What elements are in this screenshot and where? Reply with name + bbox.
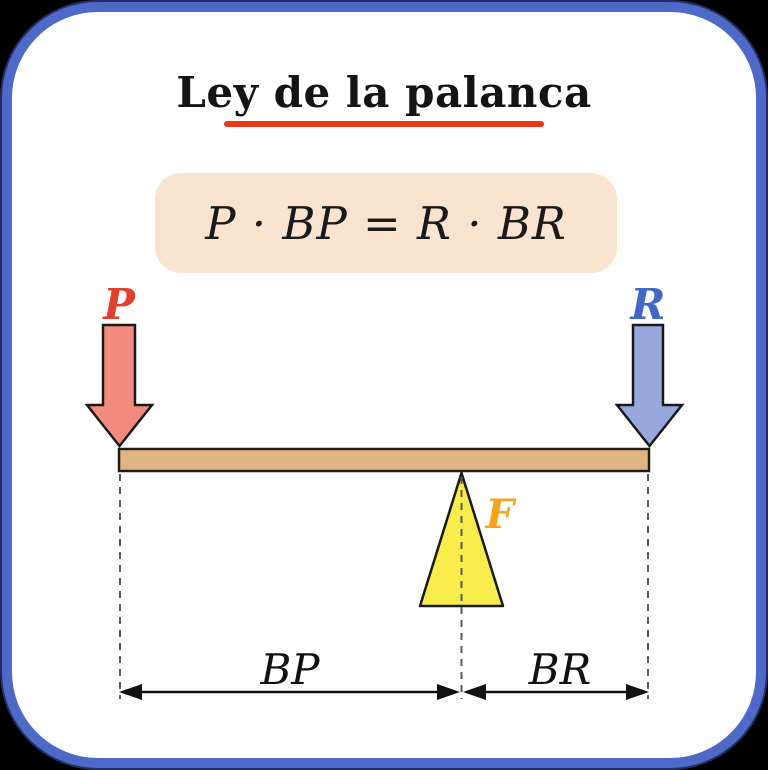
fulcrum-triangle	[418, 471, 505, 608]
bp-left-arrowhead-icon	[119, 684, 142, 700]
lever-beam	[117, 447, 651, 473]
bp-label: BP	[259, 645, 320, 694]
bp-right-arrowhead-icon	[437, 684, 460, 700]
formula-box: P · BP = R · BR	[155, 173, 617, 273]
f-label: F	[485, 491, 517, 538]
r-force-arrow	[614, 323, 685, 449]
r-label: R	[630, 280, 666, 329]
title-underline	[224, 121, 544, 127]
p-force-arrow	[84, 323, 155, 449]
lever-formula: P · BP = R · BR	[205, 196, 567, 250]
p-label: P	[102, 280, 136, 329]
br-left-arrowhead-icon	[463, 684, 486, 700]
br-right-arrowhead-icon	[626, 684, 649, 700]
page-title: Ley de la palanca	[176, 68, 592, 117]
br-label: BR	[528, 645, 592, 694]
